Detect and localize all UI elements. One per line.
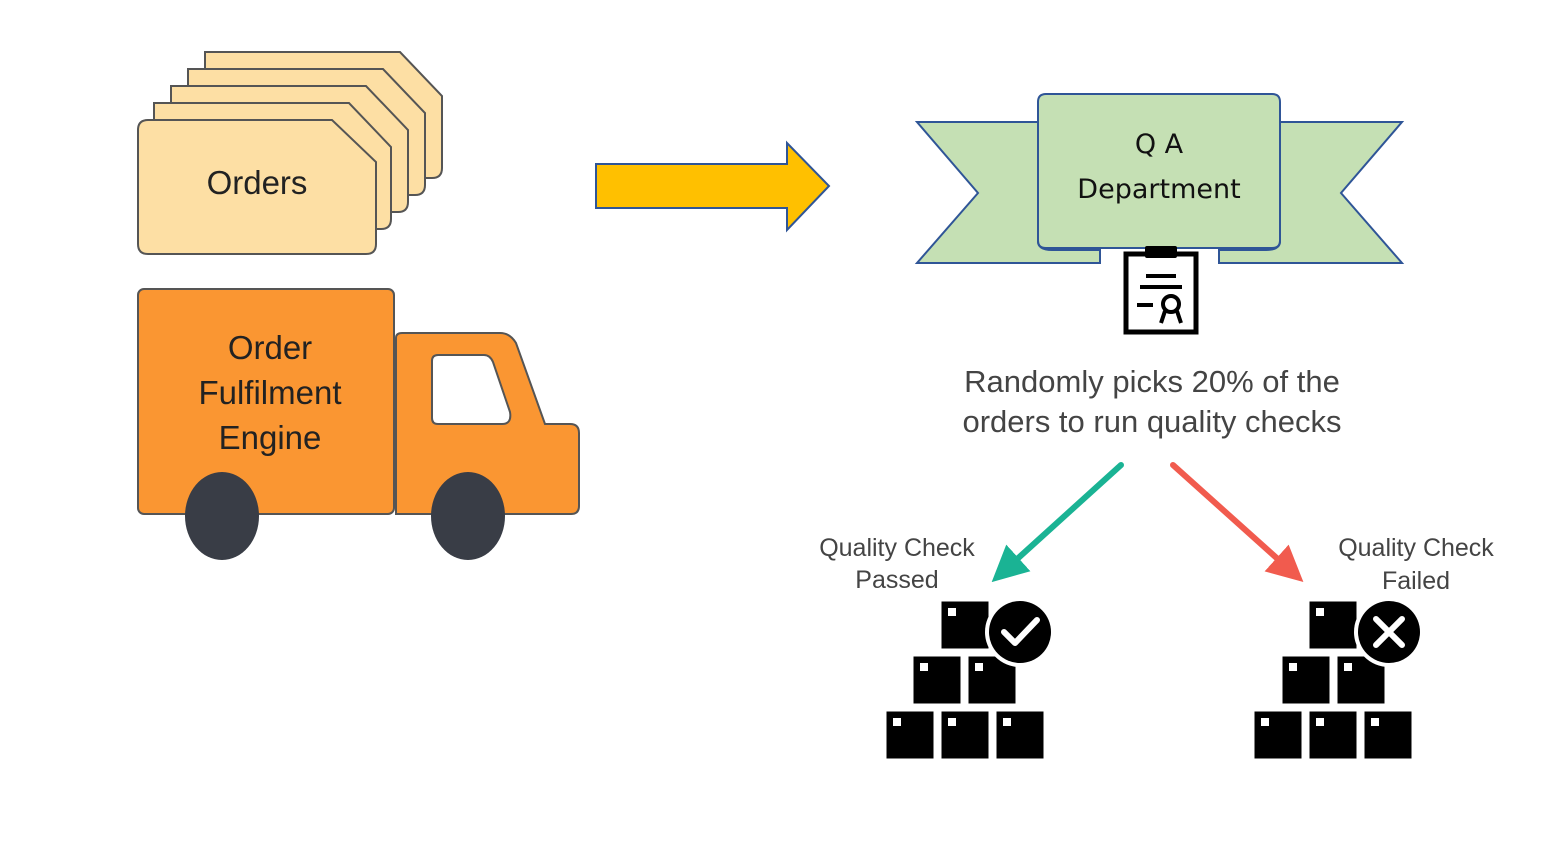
banner-line1: Q A [1135,129,1184,160]
failed-label-line2: Failed [1382,567,1450,595]
box [910,653,964,707]
box [1251,708,1305,762]
box [1306,598,1360,652]
failed-boxes-icon [1251,597,1424,762]
truck-icon: Order Fulfilment Engine [137,288,580,560]
box [1361,708,1415,762]
banner-line2: Department [1077,174,1240,205]
truck-wheel-rear [185,472,259,560]
passed-label-line1: Quality Check [819,534,975,562]
banner-center [1037,93,1281,249]
truck-wheel-front [431,472,505,560]
certificate-clipboard-icon [1123,246,1199,335]
truck-label-line2: Fulfilment [198,374,341,411]
passed-boxes-icon [883,597,1055,762]
orders-stack: Orders [137,51,443,255]
box [938,598,992,652]
truck-cargo [137,288,395,515]
passed-arrow [991,462,1124,583]
passed-label-line2: Passed [855,566,938,594]
failed-label-line1: Quality Check [1338,534,1494,562]
box [883,708,937,762]
box [993,708,1047,762]
truck-label-line3: Engine [219,419,322,456]
failed-arrow [1170,462,1304,583]
description-line2: orders to run quality checks [962,404,1341,439]
x-mark-icon [1354,597,1424,667]
checkmark-icon [985,597,1055,667]
box [938,708,992,762]
description-line1: Randomly picks 20% of the [964,364,1340,399]
order-card-front [137,119,377,255]
truck-label-line1: Order [228,329,312,366]
truck-window [431,354,512,425]
box [1279,653,1333,707]
banner-left-fold [1037,240,1100,251]
qa-department-banner: Q A Department [914,93,1405,264]
banner-right-fold [1219,240,1281,251]
right-arrow-icon [595,140,831,233]
orders-label: Orders [207,164,308,201]
box [1306,708,1360,762]
